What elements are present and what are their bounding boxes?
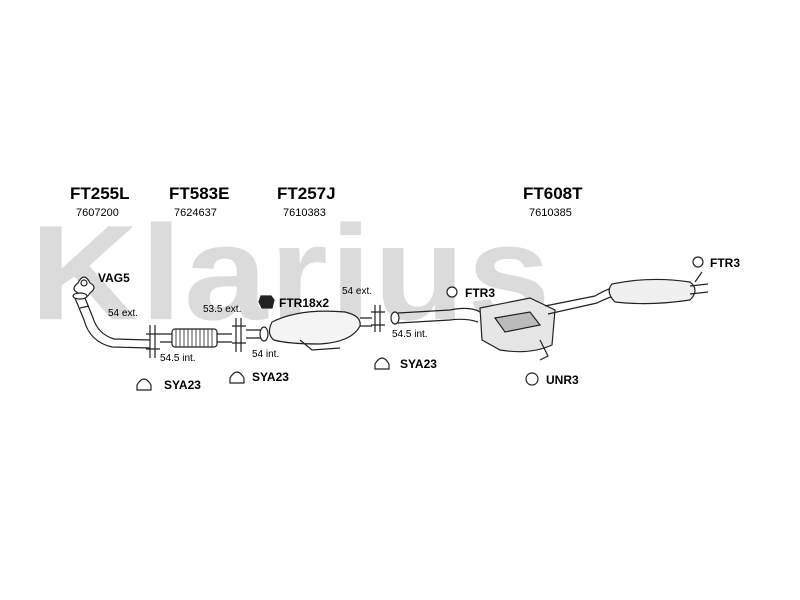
ftr18x2-hanger-icon: [258, 295, 275, 309]
part-label-sya23: SYA23: [252, 370, 289, 384]
front-pipe: [72, 292, 151, 349]
ftr3-mid-hanger-icon: [446, 286, 458, 298]
section-code-ft608t: FT608T: [523, 184, 583, 203]
part-label-ftr3: FTR3: [465, 286, 495, 300]
flex-pipe: [160, 328, 232, 348]
clamp-marks-3: [371, 305, 385, 332]
sya23-clamp-icon: [136, 378, 152, 391]
ftr3-right-hanger-icon: [692, 256, 704, 268]
part-label-vag5: VAG5: [98, 271, 130, 285]
size-note: 54.5 int.: [160, 353, 196, 364]
unr3-ring-icon: [525, 372, 539, 386]
size-note: 54 ext.: [342, 286, 373, 297]
centre-silencer: [246, 310, 372, 351]
sya23-clamp-icon: [374, 357, 390, 370]
part-label-sya23: SYA23: [164, 378, 201, 392]
section-number-7624637: 7624637: [174, 207, 217, 219]
part-label-sya23: SYA23: [400, 357, 437, 371]
clamp-marks-2: [232, 318, 246, 352]
part-label-ftr18x2: FTR18x2: [279, 296, 330, 310]
part-label-ftr3-right: FTR3: [710, 256, 740, 270]
size-note: 54.5 int.: [392, 329, 428, 340]
clamp-marks-1: [146, 325, 160, 358]
size-note: 53.5 ext.: [203, 304, 242, 315]
section-number-7610383: 7610383: [283, 207, 326, 219]
section-code-ft583e: FT583E: [169, 184, 230, 203]
section-code-ft257j: FT257J: [277, 184, 336, 203]
part-label-unr3: UNR3: [546, 373, 579, 387]
size-note: 54 ext.: [108, 308, 139, 319]
section-number-7607200: 7607200: [76, 207, 119, 219]
sya23-clamp-icon: [229, 371, 245, 384]
rear-section: [390, 271, 709, 361]
section-number-7610385: 7610385: [529, 207, 572, 219]
section-code-ft255l: FT255L: [70, 184, 130, 203]
size-note: 54 int.: [252, 349, 280, 360]
